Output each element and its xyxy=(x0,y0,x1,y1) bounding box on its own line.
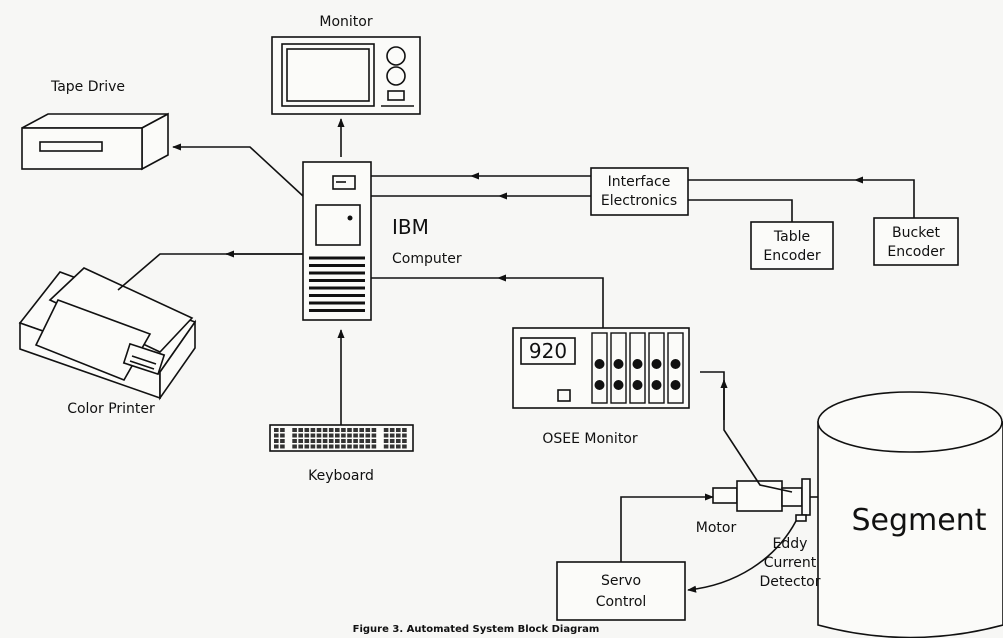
bucket-to-interface-arrow xyxy=(854,176,915,218)
table-encoder-box xyxy=(750,221,834,270)
keyboard-icon xyxy=(269,424,414,452)
osee-knob-icon xyxy=(670,359,681,369)
detector-to-osee-arrow xyxy=(700,371,793,493)
bucket-encoder-box xyxy=(873,217,959,266)
ibm-computer-tower-icon xyxy=(302,161,372,321)
servo-control-box xyxy=(556,561,686,621)
osee-monitor-icon xyxy=(512,327,690,409)
computer-to-tape-drive-arrow xyxy=(172,143,304,197)
keyboard-label: Keyboard xyxy=(308,468,374,484)
servo-to-motor-arrow xyxy=(620,493,714,562)
table-label: Table xyxy=(773,229,810,245)
osee-slot xyxy=(667,332,684,404)
osee-slot xyxy=(629,332,646,404)
table-to-interface-line xyxy=(688,199,793,222)
detector-label: Detector xyxy=(759,574,820,590)
detector-to-servo-arrow xyxy=(687,520,797,593)
motor-label: Motor xyxy=(696,520,737,536)
table-encoder-label: Encoder xyxy=(763,248,820,264)
segment-cylinder-icon xyxy=(817,391,1003,638)
electronics-label: Electronics xyxy=(601,193,677,209)
computer-to-printer-arrow xyxy=(117,253,303,291)
osee-knob-icon xyxy=(651,380,662,390)
osee-knob-icon xyxy=(632,359,643,369)
computer-label: Computer xyxy=(392,251,462,267)
bucket-label: Bucket xyxy=(892,225,940,241)
interface-label: Interface xyxy=(608,174,671,190)
monitor-icon xyxy=(271,36,421,115)
osee-knob-icon xyxy=(632,380,643,390)
osee-slot xyxy=(610,332,627,404)
tape-drive-icon xyxy=(21,112,169,171)
monitor-label: Monitor xyxy=(319,14,372,30)
ibm-label: IBM xyxy=(392,215,429,239)
osee-knob-icon xyxy=(613,380,624,390)
figure-caption: Figure 3. Automated System Block Diagram xyxy=(353,624,600,635)
tape-drive-label: Tape Drive xyxy=(50,79,125,95)
control-label: Control xyxy=(596,594,647,610)
eddy-label: Eddy xyxy=(773,536,808,552)
color-printer-icon xyxy=(18,267,197,401)
segment-label: Segment xyxy=(852,503,987,538)
osee-knob-icon xyxy=(594,359,605,369)
osee-to-computer-arrow xyxy=(497,274,604,328)
current-label: Current xyxy=(764,555,817,571)
servo-label: Servo xyxy=(601,573,641,589)
osee-slot xyxy=(591,332,608,404)
bucket-encoder-label: Encoder xyxy=(887,244,944,260)
color-printer-label: Color Printer xyxy=(67,401,155,417)
eddy-current-detector-icon xyxy=(795,514,807,522)
connection-lines xyxy=(117,118,915,593)
osee-knob-icon xyxy=(670,380,681,390)
interface-electronics-box xyxy=(590,167,689,216)
osee-knob-icon xyxy=(613,359,624,369)
osee-knob-icon xyxy=(594,380,605,390)
osee-knob-icon xyxy=(651,359,662,369)
osee-monitor-label: OSEE Monitor xyxy=(542,431,638,447)
osee-slot xyxy=(648,332,665,404)
motor-icon xyxy=(712,478,811,516)
osee-display-value: 920 xyxy=(529,339,567,363)
